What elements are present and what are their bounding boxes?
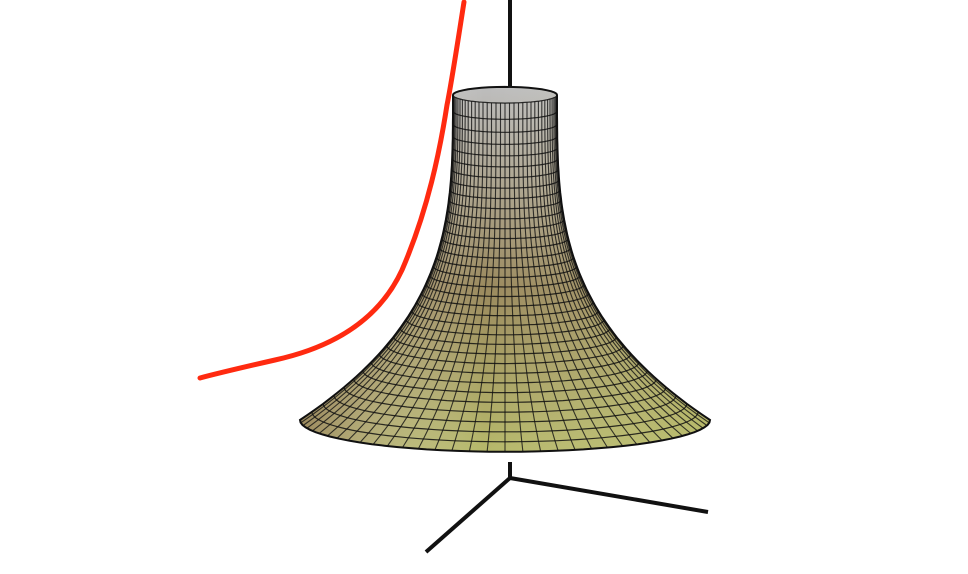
mesh-meridian — [551, 98, 692, 434]
mesh-meridian — [534, 101, 624, 447]
mesh-meridian — [312, 97, 457, 432]
mesh-meridian — [522, 102, 576, 451]
mesh-meridian — [468, 102, 497, 452]
mesh-meridian — [318, 98, 459, 434]
mesh-meridian — [549, 99, 683, 437]
mesh-meridian — [547, 99, 674, 439]
mesh-meridian — [372, 101, 473, 445]
surface-of-revolution — [298, 85, 712, 453]
mesh-meridian — [541, 100, 651, 443]
mesh-meridian — [553, 97, 698, 432]
mesh-meridian — [530, 102, 608, 448]
mesh-meridian — [434, 102, 488, 451]
mesh-meridian — [417, 102, 484, 450]
mesh-meridian — [513, 102, 542, 452]
mesh-meridian — [508, 103, 524, 452]
mesh-meridian — [386, 101, 476, 447]
mesh-meridian — [327, 99, 461, 437]
mesh-meridian — [486, 103, 502, 452]
y-axis — [424, 476, 512, 554]
mesh-meridian — [336, 99, 463, 439]
mesh-meridian — [537, 101, 638, 445]
mesh-meridian — [544, 100, 663, 441]
profile-curve — [197, 0, 467, 381]
mesh-meridian — [554, 97, 704, 429]
mesh-meridian — [517, 102, 559, 451]
mesh-meridian — [359, 100, 469, 443]
mesh-meridian — [306, 97, 456, 429]
surface-mesh — [299, 94, 711, 453]
mesh-meridian — [526, 102, 593, 450]
mesh-meridian — [402, 102, 480, 448]
mesh-meridian — [451, 102, 493, 451]
mesh-meridian — [347, 100, 466, 441]
surface-outline — [298, 85, 712, 453]
x-axis — [509, 476, 709, 514]
